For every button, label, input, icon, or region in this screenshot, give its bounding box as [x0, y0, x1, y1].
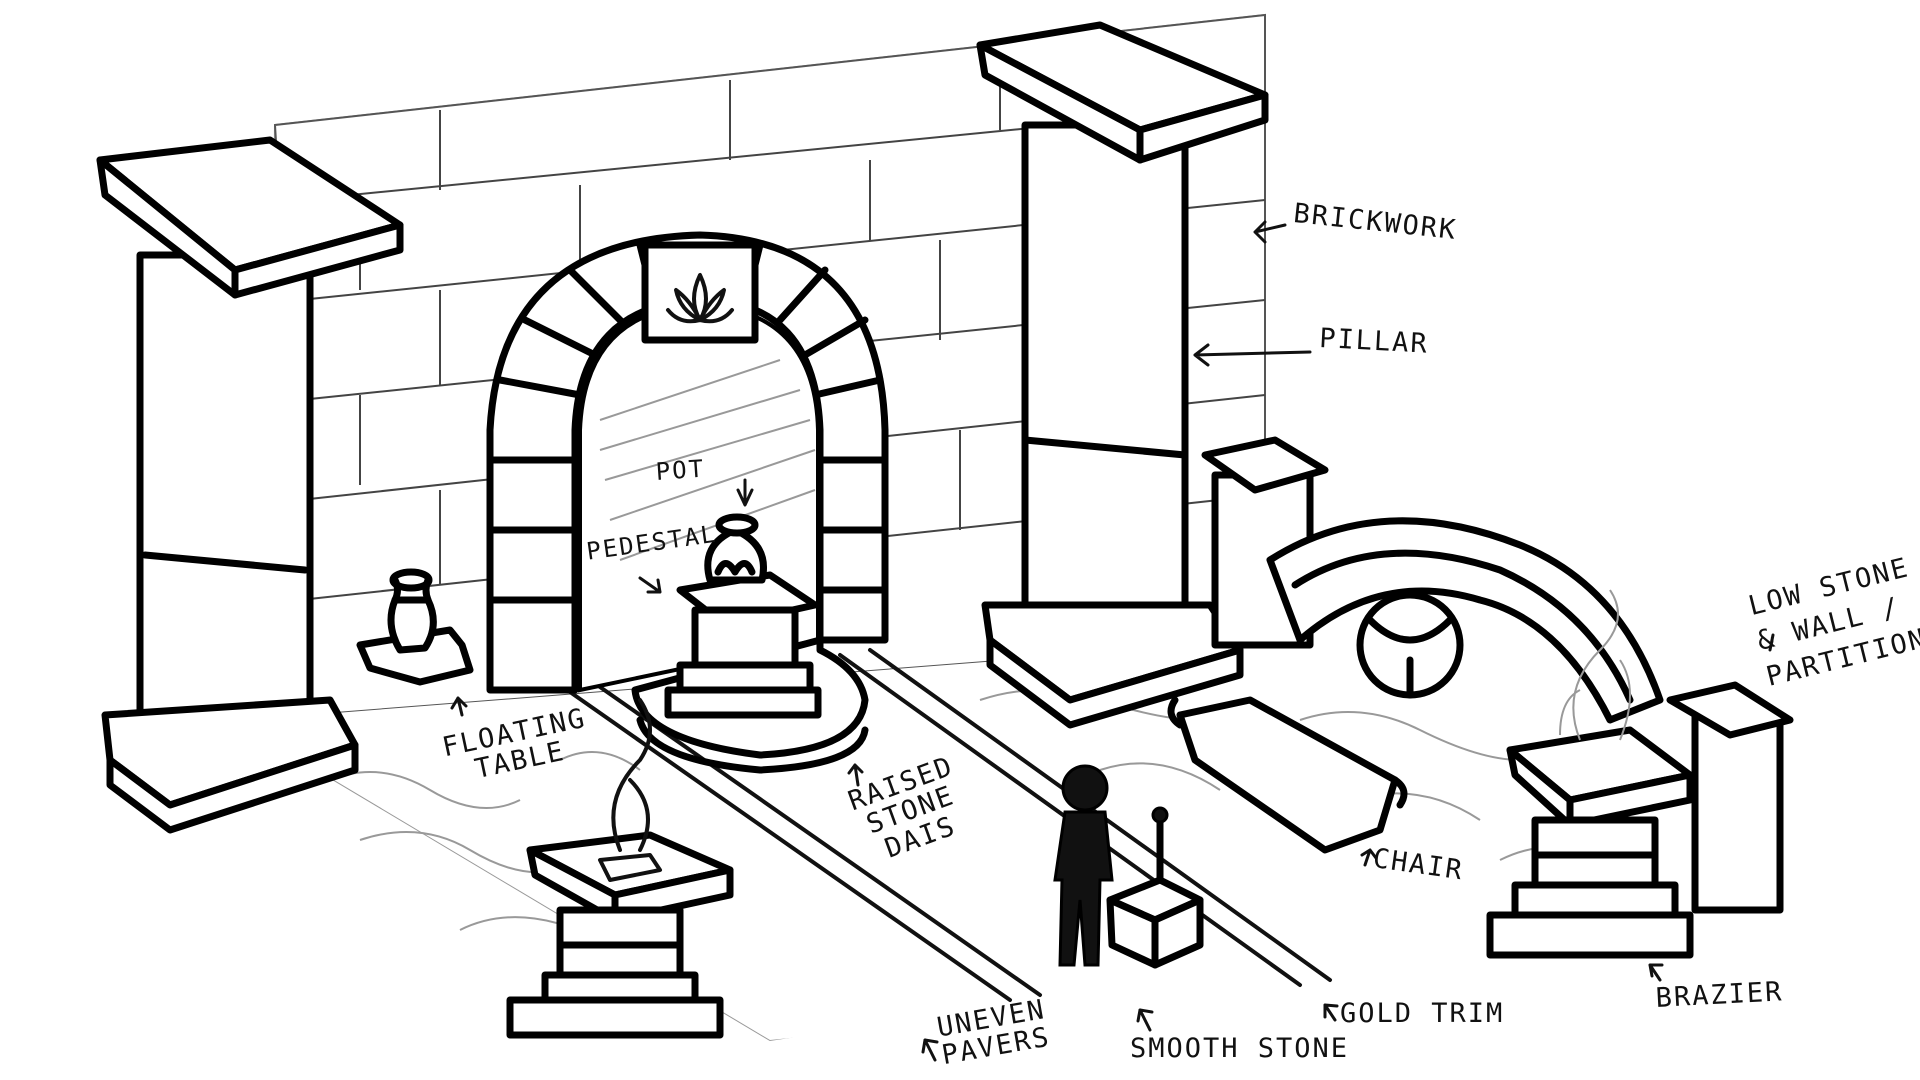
label-pillar: Pillar [1318, 323, 1430, 360]
pedestal [664, 571, 822, 719]
lotus-icon [666, 273, 734, 324]
label-gold-trim: Gold Trim [1340, 998, 1505, 1029]
annotation-arrows [450, 220, 1775, 1062]
label-smooth-stone: Smooth Stone [1130, 1033, 1350, 1064]
label-brazier: Brazier [1654, 976, 1785, 1014]
pot [704, 513, 767, 584]
chair [1167, 696, 1408, 854]
label-pot: Pot [654, 454, 707, 486]
low-stone-wall [1201, 436, 1794, 914]
scale-figure [1053, 764, 1114, 967]
right-pillar [976, 21, 1269, 729]
left-brazier [506, 698, 734, 1039]
right-brazier [1486, 589, 1694, 959]
floating-table [356, 568, 474, 686]
chest [1106, 806, 1204, 969]
left-pillar [96, 136, 404, 834]
